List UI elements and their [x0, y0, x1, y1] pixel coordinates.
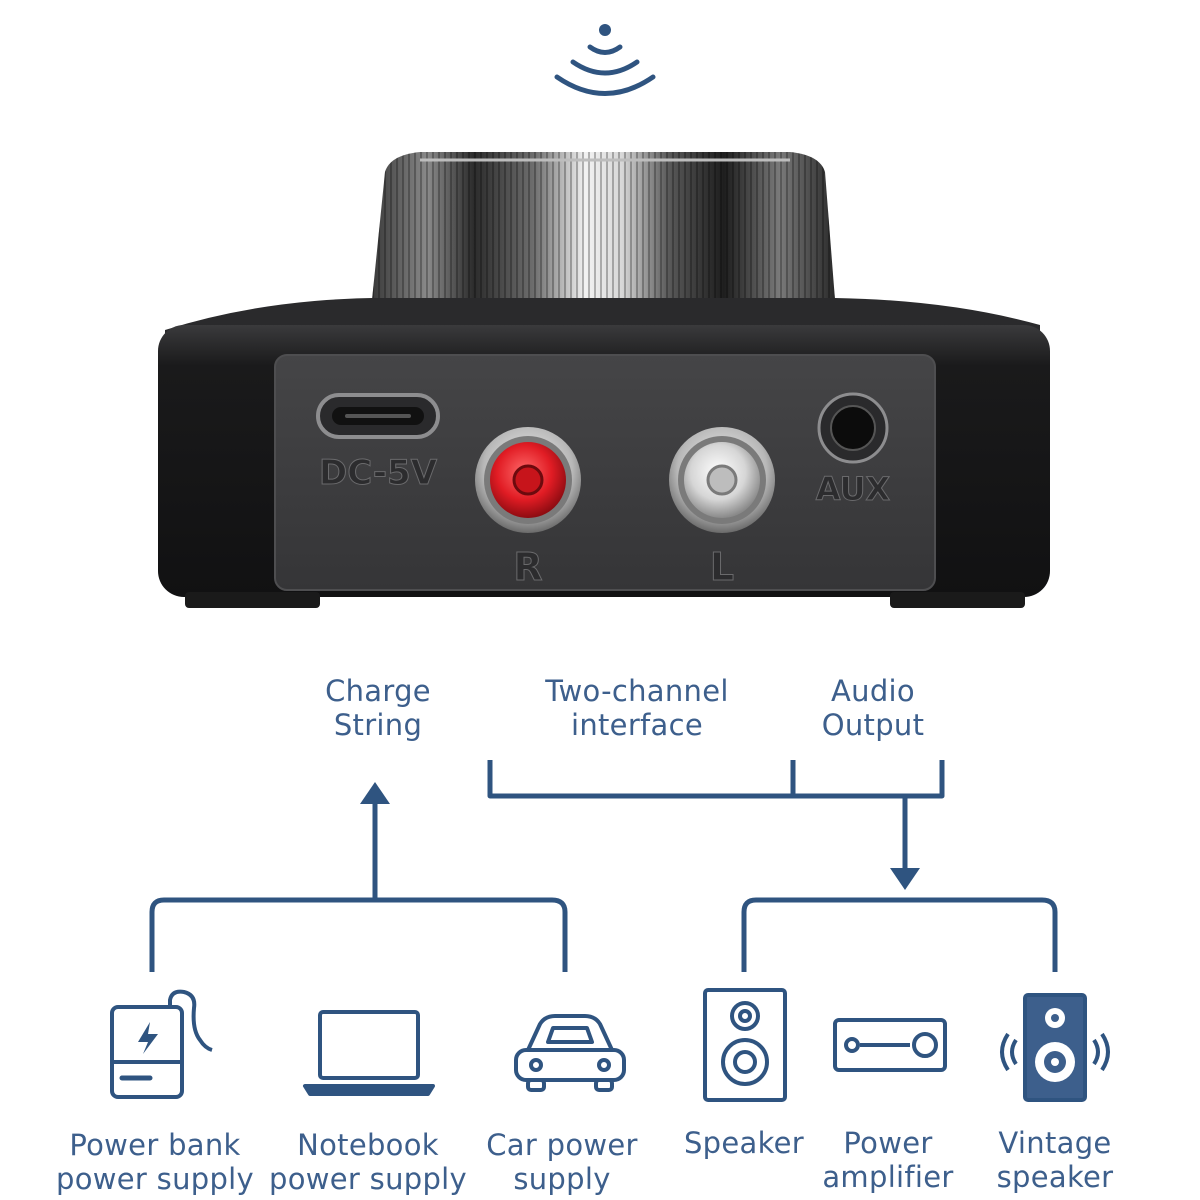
vintage-speaker-icon [1000, 993, 1110, 1102]
usb-c-port[interactable] [316, 393, 440, 439]
rca-left-port[interactable] [669, 427, 775, 533]
car-power-label: Car power supply [486, 1128, 638, 1196]
dc-port-label: DC-5V [319, 453, 438, 493]
amplifier-icon [833, 1018, 947, 1072]
volume-knob[interactable] [372, 152, 835, 300]
audio-output-label: Audio Output [821, 674, 925, 742]
wireless-signal-icon [554, 24, 656, 96]
vintage-speaker-label: Vintage speaker [996, 1126, 1114, 1194]
notebook-label: Notebook power supply [269, 1128, 467, 1196]
power-amplifier-label: Power amplifier [822, 1126, 954, 1194]
laptop-icon [303, 1010, 435, 1096]
right-channel-label: R [513, 545, 542, 589]
two-channel-interface-label: Two-channel interface [545, 674, 729, 742]
power-bank-icon [110, 989, 213, 1099]
connector-lines [149, 760, 1058, 972]
charge-string-label: Charge String [325, 674, 431, 742]
car-icon [514, 1014, 626, 1092]
left-channel-label: L [710, 545, 734, 589]
device: DC-5V R L AUX [158, 152, 1050, 608]
rca-right-port[interactable] [475, 427, 581, 533]
up-arrow-icon [360, 782, 390, 804]
port-panel [274, 354, 936, 591]
aux-port-label: AUX [816, 470, 891, 508]
speaker-icon [703, 988, 787, 1102]
down-arrow-icon [890, 868, 920, 890]
speaker-label: Speaker [683, 1126, 805, 1160]
aux-port[interactable] [817, 392, 889, 464]
power-bank-label: Power bank power supply [56, 1128, 254, 1196]
